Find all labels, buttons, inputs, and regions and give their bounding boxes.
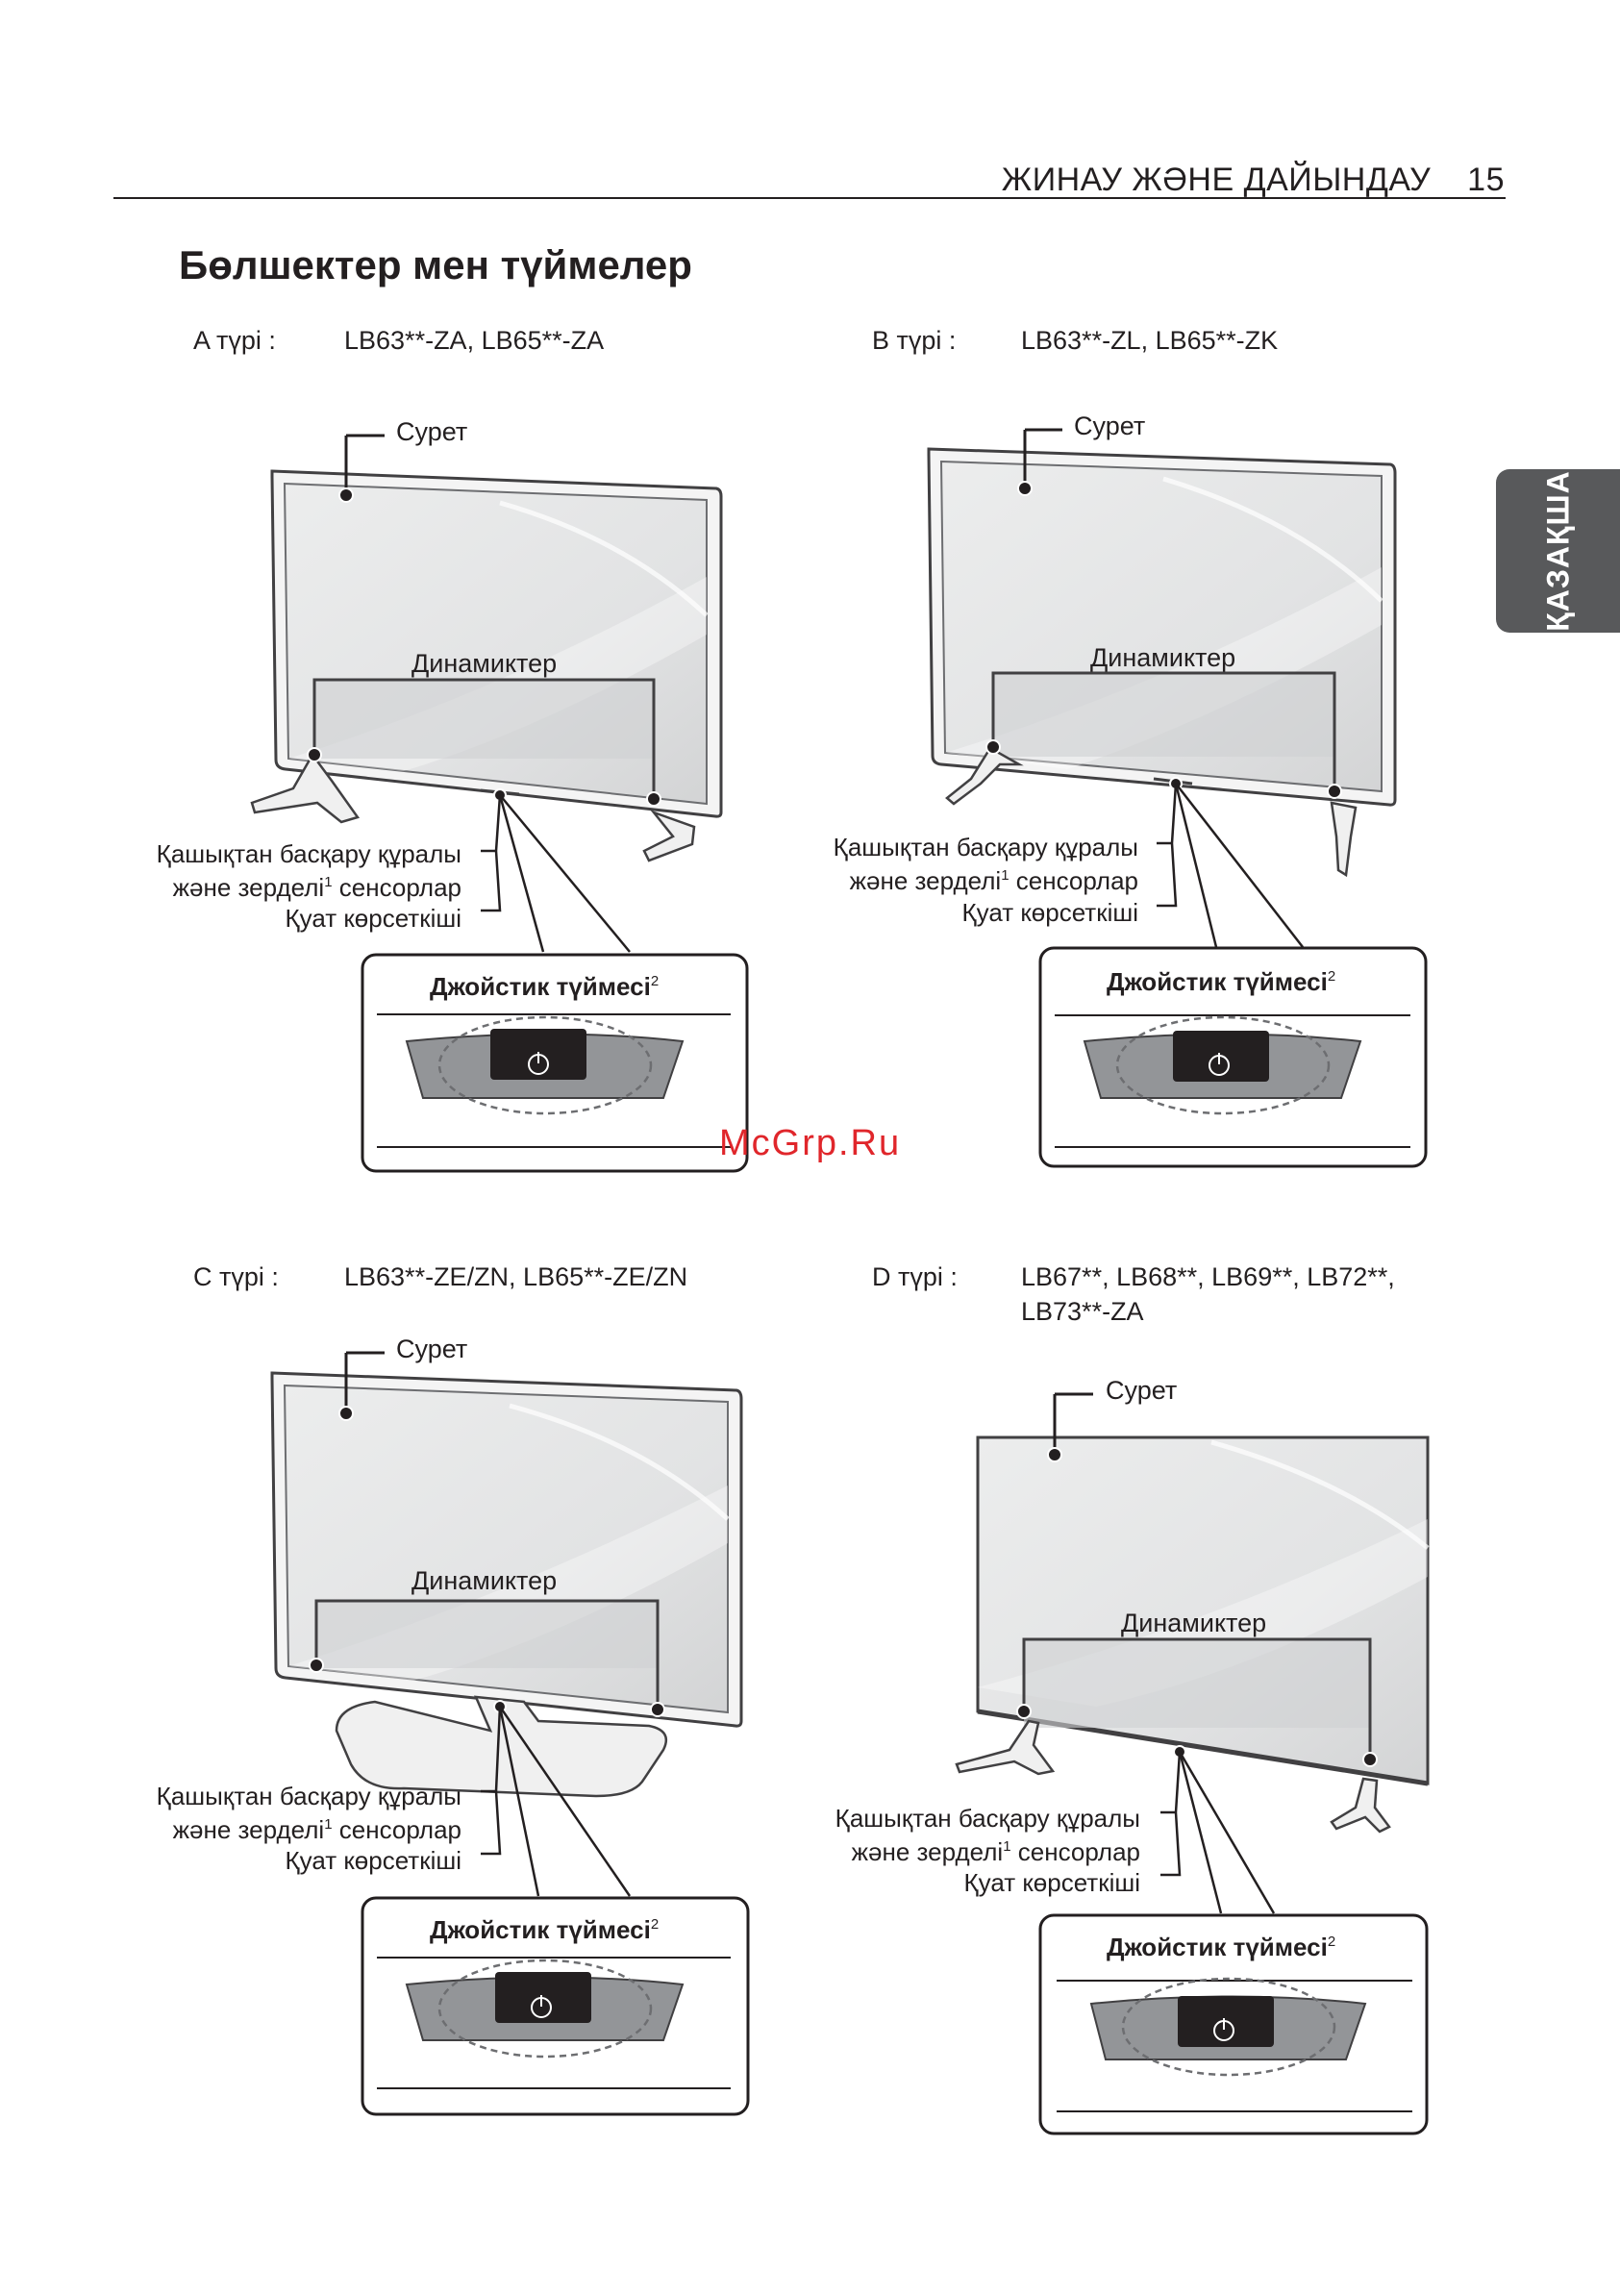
type-c-label: C түрі :	[193, 1262, 279, 1291]
type-b-models: LB63**-ZL, LB65**-ZK	[1021, 326, 1279, 355]
callout-remote1-c: Қашықтан басқару құралы	[157, 1782, 461, 1810]
type-a-label: A түрі :	[193, 326, 276, 355]
header-section: ЖИНАУ ЖӘНЕ ДАЙЫНДАУ	[1001, 162, 1432, 198]
callout-power-b: Қуат көрсеткіші	[962, 898, 1138, 927]
callout-picture-c: Сурет	[396, 1335, 467, 1363]
callout-picture-d: Сурет	[1106, 1376, 1177, 1405]
joystick-label-a: Джойстик түймесі2	[430, 972, 659, 1001]
callout-remote2-b: және зерделі1 сенсорлар	[850, 866, 1138, 895]
callout-picture-b: Сурет	[1074, 412, 1145, 440]
tv-type-a: Сурет Динамиктер Қашықтан басқару құралы…	[157, 417, 749, 1173]
callout-remote1-d: Қашықтан басқару құралы	[835, 1804, 1140, 1833]
type-b-line: B түрі : LB63**-ZL, LB65**-ZK	[872, 326, 1278, 356]
type-a-models: LB63**-ZA, LB65**-ZA	[344, 326, 605, 355]
joystick-label-c: Джойстик түймесі2	[430, 1915, 659, 1944]
type-d-label: D түрі :	[872, 1262, 958, 1291]
callout-speakers-b: Динамиктер	[1090, 643, 1235, 672]
callout-remote2-d: және зерделі1 сенсорлар	[852, 1837, 1140, 1866]
callout-remote2-c: және зерделі1 сенсорлар	[173, 1815, 461, 1844]
watermark: McGrp.Ru	[719, 1123, 902, 1163]
callout-picture-a: Сурет	[396, 417, 467, 446]
tv-type-d: Сурет Динамиктер Қашықтан басқару құралы…	[835, 1376, 1430, 2135]
language-tab: ҚАЗАҚША	[1496, 469, 1620, 633]
callout-speakers-c: Динамиктер	[411, 1566, 557, 1595]
callout-power-a: Қуат көрсеткіші	[286, 904, 461, 933]
callout-remote2-a: және зерделі1 сенсорлар	[173, 873, 461, 902]
type-d-models-cont: LB73**-ZA	[1021, 1297, 1144, 1326]
type-c-line: C түрі : LB63**-ZE/ZN, LB65**-ZE/ZN	[193, 1262, 687, 1292]
page-number: 15	[1467, 162, 1505, 198]
callout-power-c: Қуат көрсеткіші	[286, 1846, 461, 1875]
joystick-label-d: Джойстик түймесі2	[1107, 1933, 1335, 1961]
joystick-label-b: Джойстик түймесі2	[1107, 967, 1335, 996]
type-c-models: LB63**-ZE/ZN, LB65**-ZE/ZN	[344, 1262, 688, 1291]
callout-power-d: Қуат көрсеткіші	[964, 1868, 1140, 1897]
callout-speakers-a: Динамиктер	[411, 649, 557, 678]
running-header: ЖИНАУ ЖӘНЕ ДАЙЫНДАУ 15	[1002, 162, 1505, 199]
tv-type-c: Сурет Динамиктер Қашықтан басқару құралы…	[157, 1335, 750, 2116]
type-d-models: LB67**, LB68**, LB69**, LB72**,	[1021, 1262, 1395, 1291]
header-rule	[113, 197, 1506, 199]
callout-speakers-d: Динамиктер	[1121, 1609, 1266, 1637]
callout-remote1-b: Қашықтан басқару құралы	[834, 833, 1138, 861]
tv-type-b: Сурет Динамиктер Қашықтан басқару құралы…	[834, 412, 1428, 1168]
type-b-label: B түрі :	[872, 326, 957, 355]
type-a-line: A түрі : LB63**-ZA, LB65**-ZA	[193, 326, 604, 356]
callout-remote1-a: Қашықтан басқару құралы	[157, 839, 461, 868]
section-title: Бөлшектер мен түймелер	[179, 242, 692, 287]
type-d-line: D түрі : LB67**, LB68**, LB69**, LB72**,	[872, 1262, 1395, 1292]
